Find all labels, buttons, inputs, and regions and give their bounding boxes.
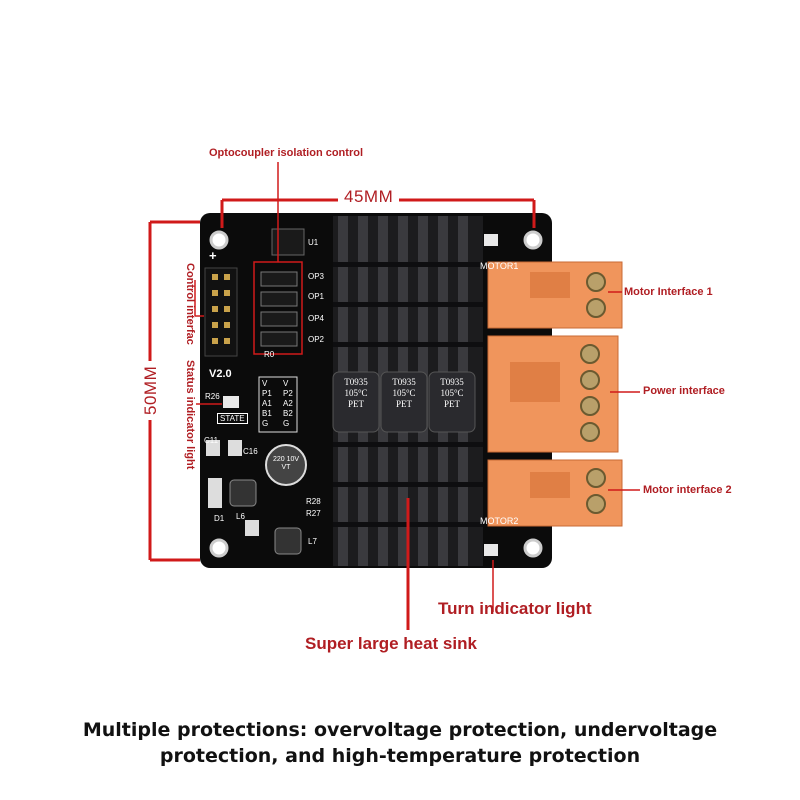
silk-r0: R0 (264, 350, 275, 359)
cap-code: T0935 (392, 377, 416, 387)
cap-marking-2: T0935 105°C PET (383, 377, 425, 410)
pin-label: V (283, 379, 289, 388)
silk-op2: OP2 (308, 335, 325, 344)
silk-version: V2.0 (209, 368, 232, 380)
inductor-marking: 220 10V VT (272, 456, 300, 471)
turn-led-1 (484, 234, 498, 246)
cap-pet: PET (347, 399, 364, 409)
smd-part (206, 440, 220, 456)
pin-label: G (283, 419, 290, 428)
capacitors (332, 371, 476, 433)
silk-plus: + (209, 248, 217, 263)
pin-label-box (258, 376, 298, 433)
cap-marking-3: T0935 105°C PET (431, 377, 473, 410)
callout-lines (194, 162, 640, 630)
pin-labels-col2: V P2 A2 B2 G (283, 379, 293, 429)
inductor-l6 (229, 479, 257, 507)
silk-state: STATE (217, 413, 248, 424)
silk-motor1: MOTOR1 (480, 261, 519, 271)
label-motor-interface-1: Motor Interface 1 (624, 286, 713, 298)
label-width: 45MM (338, 187, 400, 207)
caption-line-1: Multiple protections: overvoltage protec… (82, 719, 718, 741)
silk-c11: C11 (204, 436, 219, 445)
label-heat-sink: Super large heat sink (305, 634, 477, 653)
cap-marking-1: T0935 105°C PET (335, 377, 377, 410)
electrolytic-cap (265, 444, 307, 486)
label-control-interface: Control interfac (184, 263, 196, 345)
turn-led-2 (484, 544, 498, 556)
motor-terminal-1 (487, 261, 623, 329)
silk-u1: U1 (308, 238, 319, 247)
silk-op1: OP1 (308, 292, 325, 301)
mount-hole (523, 538, 543, 558)
silk-c16: C16 (243, 447, 258, 456)
label-optocoupler: Optocoupler isolation control (209, 147, 363, 159)
pin-label: B2 (283, 409, 293, 418)
silk-motor2: MOTOR2 (480, 516, 519, 526)
label-status-light: Status indicator light (184, 360, 196, 470)
smd-part (208, 478, 222, 508)
label-power-interface: Power interface (643, 385, 725, 397)
chip-u1 (271, 228, 305, 256)
smd-part (245, 520, 259, 536)
caption-line-2: protection, and high-temperature protect… (159, 745, 641, 767)
pin-label: V (262, 379, 268, 388)
cap-pet: PET (443, 399, 460, 409)
mount-hole (523, 230, 543, 250)
smd-part (228, 440, 242, 456)
cap-code: T0935 (344, 377, 368, 387)
pin-label: G (262, 419, 269, 428)
pin-header (204, 267, 238, 357)
cap-pet: PET (395, 399, 412, 409)
silk-op3: OP3 (308, 272, 325, 281)
mount-hole (209, 538, 229, 558)
pin-label: A1 (262, 399, 272, 408)
cap-code: T0935 (440, 377, 464, 387)
pin-label: B1 (262, 409, 272, 418)
label-motor-interface-2: Motor interface 2 (643, 484, 732, 496)
silk-r28: R28 (306, 497, 321, 506)
silk-r27: R27 (306, 509, 321, 518)
cap-rating: 105°C (440, 388, 464, 398)
silk-op4: OP4 (308, 314, 325, 323)
cap-rating: 105°C (344, 388, 368, 398)
caption: Multiple protections: overvoltage protec… (40, 717, 760, 769)
cap-rating: 105°C (392, 388, 416, 398)
label-turn-indicator: Turn indicator light (438, 599, 592, 618)
pin-label: P1 (262, 389, 272, 398)
mount-hole (209, 230, 229, 250)
silk-d1: D1 (214, 514, 225, 523)
silk-l6: L6 (236, 512, 245, 521)
silk-r26: R26 (205, 392, 220, 401)
label-height: 50MM (141, 360, 161, 420)
power-terminal (487, 335, 619, 453)
motor-terminal-2 (487, 459, 623, 527)
pin-labels-col1: V P1 A1 B1 G (262, 379, 272, 429)
pin-label: A2 (283, 399, 293, 408)
status-led (223, 396, 239, 408)
inductor-l7 (274, 527, 302, 555)
pin-label: P2 (283, 389, 293, 398)
silk-l7: L7 (308, 537, 317, 546)
